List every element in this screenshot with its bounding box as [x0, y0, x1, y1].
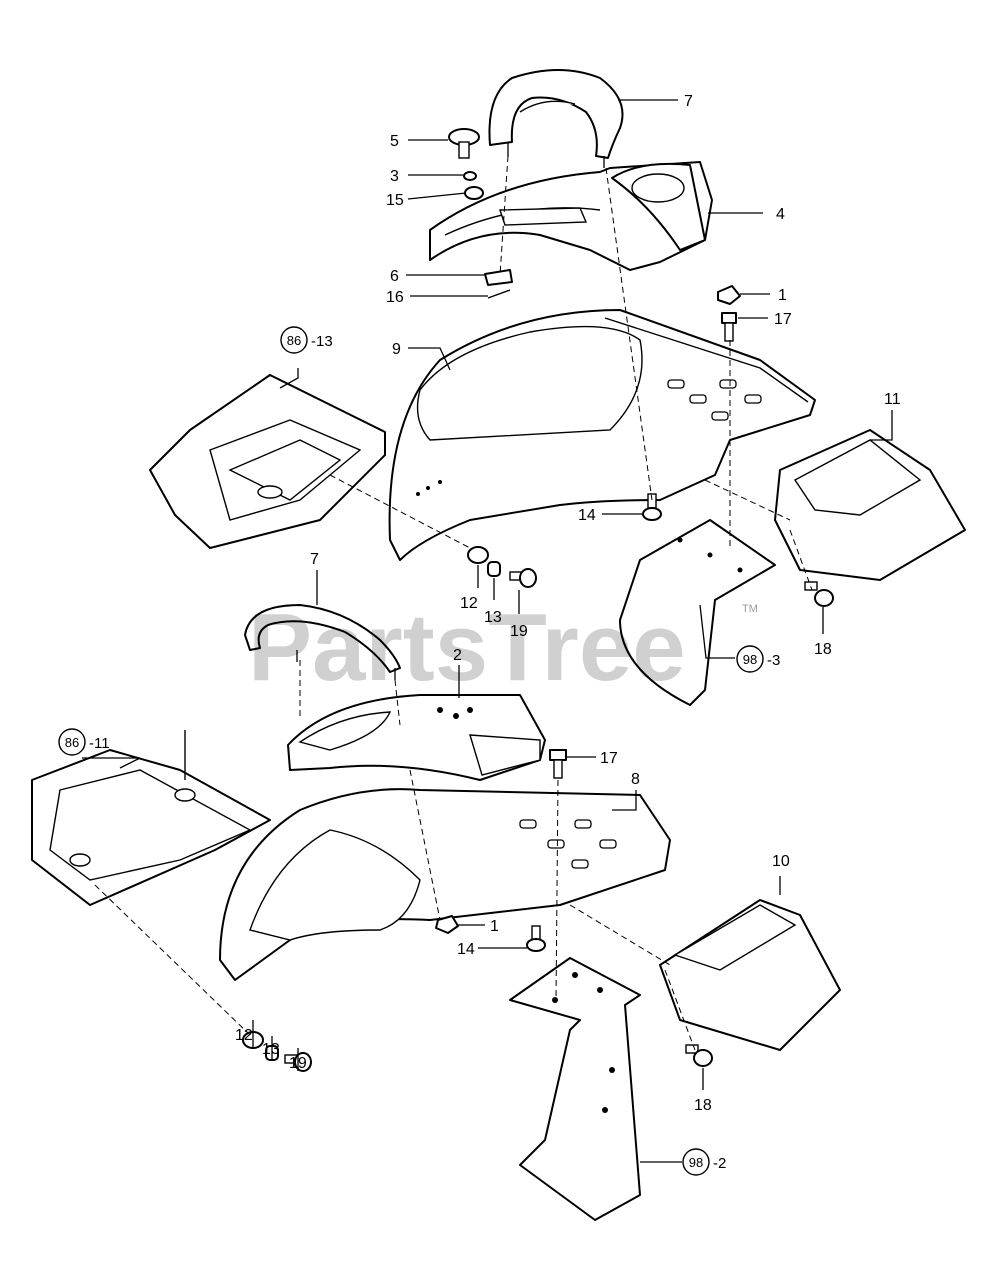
support-bracket-98-3 [619, 519, 776, 706]
callout-6: 6 [390, 268, 399, 285]
bolt-part-18-top [804, 581, 834, 607]
svg-text:-13: -13 [311, 333, 333, 350]
frame-bracket-86-13 [149, 374, 386, 549]
callout-14-top: 14 [578, 507, 596, 524]
callout-8: 8 [631, 771, 640, 788]
bolt-part-17-top [721, 312, 737, 342]
callout-1-lower: 1 [490, 918, 499, 935]
nut-part-1-top [717, 285, 741, 305]
bolt-part-19-lower [284, 1052, 312, 1072]
fender-cover-part-2 [287, 694, 546, 781]
rear-fender-part-8 [219, 788, 671, 981]
nut-part-1-lower [435, 915, 459, 934]
bolt-part-17-lower [549, 749, 567, 779]
callout-11: 11 [884, 391, 901, 408]
fender-cover-part-4 [429, 161, 713, 271]
box-cover-part-10 [659, 899, 841, 1051]
callout-13-top: 13 [484, 609, 502, 626]
callout-7-lower: 7 [310, 551, 319, 568]
callout-12-top: 12 [460, 595, 478, 612]
svg-text:-3: -3 [767, 652, 780, 669]
ref-86-13: 86 -13 [280, 326, 333, 354]
callout-5: 5 [390, 133, 399, 150]
ref-98-3: 98 -3 [736, 645, 780, 673]
svg-text:-2: -2 [713, 1155, 726, 1172]
bolt-part-18-lower [685, 1044, 713, 1067]
svg-text:TM: TM [742, 603, 758, 615]
callout-4: 4 [776, 206, 785, 223]
callout-17-top: 17 [774, 311, 792, 328]
callout-14-lower: 14 [457, 941, 475, 958]
washer-part-15 [464, 186, 484, 200]
partstree-watermark: PartsTree TM [248, 594, 758, 701]
frame-rail-86-11 [31, 730, 271, 906]
callout-18-top: 18 [814, 641, 832, 658]
callout-7-top: 7 [684, 93, 693, 110]
callout-17-lower: 17 [600, 750, 618, 767]
svg-text:-11: -11 [89, 735, 110, 752]
bushing-part-12-top [467, 546, 489, 564]
callout-12-lower: 12 [235, 1027, 253, 1044]
svg-text:PartsTree: PartsTree [248, 594, 686, 701]
callout-1-top: 1 [778, 287, 787, 304]
knob-part-5 [448, 128, 480, 159]
callout-2: 2 [453, 647, 462, 664]
svg-text:98: 98 [743, 652, 757, 667]
callout-13-lower: 13 [262, 1041, 280, 1058]
callout-16: 16 [386, 289, 404, 306]
svg-text:86: 86 [65, 735, 79, 750]
svg-text:86: 86 [287, 333, 301, 348]
handle-lower [244, 604, 401, 680]
support-bracket-98-2 [509, 957, 641, 1221]
callout-10: 10 [772, 853, 790, 870]
svg-text:98: 98 [689, 1155, 703, 1170]
bolt-part-14-lower [526, 925, 546, 952]
callout-19-top: 19 [510, 623, 528, 640]
ref-86-11: 86 -11 [58, 728, 110, 756]
spacer-part-13-top [487, 561, 501, 577]
callout-18-lower: 18 [694, 1097, 712, 1114]
callout-3: 3 [390, 168, 399, 185]
clip-part-6 [484, 269, 513, 286]
ref-98-2: 98 -2 [682, 1148, 726, 1176]
washer-part-3 [463, 171, 477, 181]
rear-fender-part-9 [388, 309, 816, 561]
pin-part-16 [487, 289, 511, 299]
bolt-part-19-top [509, 568, 537, 588]
box-cover-part-11 [774, 429, 966, 581]
callout-19-lower: 19 [289, 1055, 307, 1072]
handle-top [488, 69, 624, 168]
bolt-part-14-top [642, 493, 662, 521]
callout-9: 9 [392, 341, 401, 358]
callout-15: 15 [386, 192, 404, 209]
